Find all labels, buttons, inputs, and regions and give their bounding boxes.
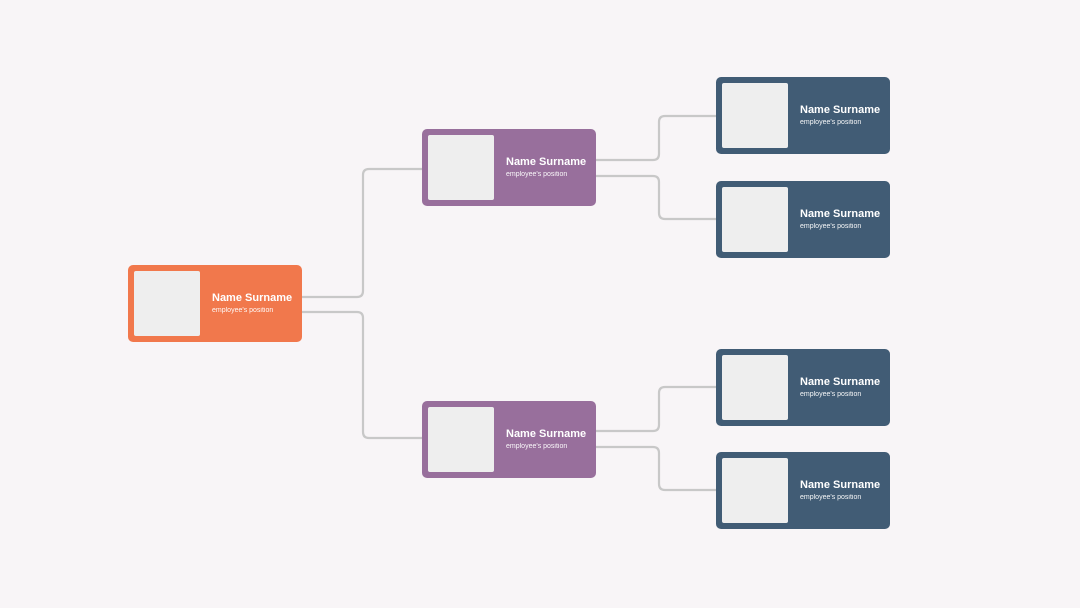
employee-name: Name Surname [800, 376, 881, 388]
employee-name: Name Surname [506, 428, 587, 440]
node-text: Name Surname employee's position [800, 104, 886, 128]
connector-root-to-manager-1 [302, 167, 422, 299]
avatar-placeholder [428, 135, 494, 200]
employee-position: employee's position [800, 494, 862, 501]
node-text: Name Surname employee's position [800, 208, 886, 232]
node-text: Name Surname employee's position [506, 156, 592, 180]
connector-manager-2-to-report-2 [596, 445, 716, 492]
employee-position: employee's position [800, 391, 862, 398]
connector-manager-2-to-report-1 [596, 385, 716, 433]
avatar-placeholder [722, 355, 788, 420]
avatar-placeholder [722, 458, 788, 523]
org-node-manager-1[interactable]: Name Surname employee's position [422, 129, 596, 206]
node-text: Name Surname employee's position [800, 479, 886, 503]
org-node-root[interactable]: Name Surname employee's position [128, 265, 302, 342]
avatar-placeholder [722, 83, 788, 148]
avatar-placeholder [722, 187, 788, 252]
employee-name: Name Surname [800, 104, 881, 116]
employee-position: employee's position [800, 119, 862, 126]
connector-manager-1-to-report-1 [596, 114, 716, 162]
employee-name: Name Surname [800, 208, 881, 220]
connector-manager-1-to-report-2 [596, 174, 716, 221]
employee-position: employee's position [506, 443, 568, 450]
org-node-report-2-2[interactable]: Name Surname employee's position [716, 452, 890, 529]
employee-name: Name Surname [212, 292, 293, 304]
node-text: Name Surname employee's position [506, 428, 592, 452]
avatar-placeholder [428, 407, 494, 472]
employee-position: employee's position [212, 307, 274, 314]
connector-root-to-manager-2 [302, 310, 422, 440]
org-node-report-1-1[interactable]: Name Surname employee's position [716, 77, 890, 154]
org-node-report-1-2[interactable]: Name Surname employee's position [716, 181, 890, 258]
employee-name: Name Surname [506, 156, 587, 168]
org-node-report-2-1[interactable]: Name Surname employee's position [716, 349, 890, 426]
employee-name: Name Surname [800, 479, 881, 491]
node-text: Name Surname employee's position [800, 376, 886, 400]
node-text: Name Surname employee's position [212, 292, 298, 316]
employee-position: employee's position [800, 223, 862, 230]
employee-position: employee's position [506, 171, 568, 178]
avatar-placeholder [134, 271, 200, 336]
org-node-manager-2[interactable]: Name Surname employee's position [422, 401, 596, 478]
